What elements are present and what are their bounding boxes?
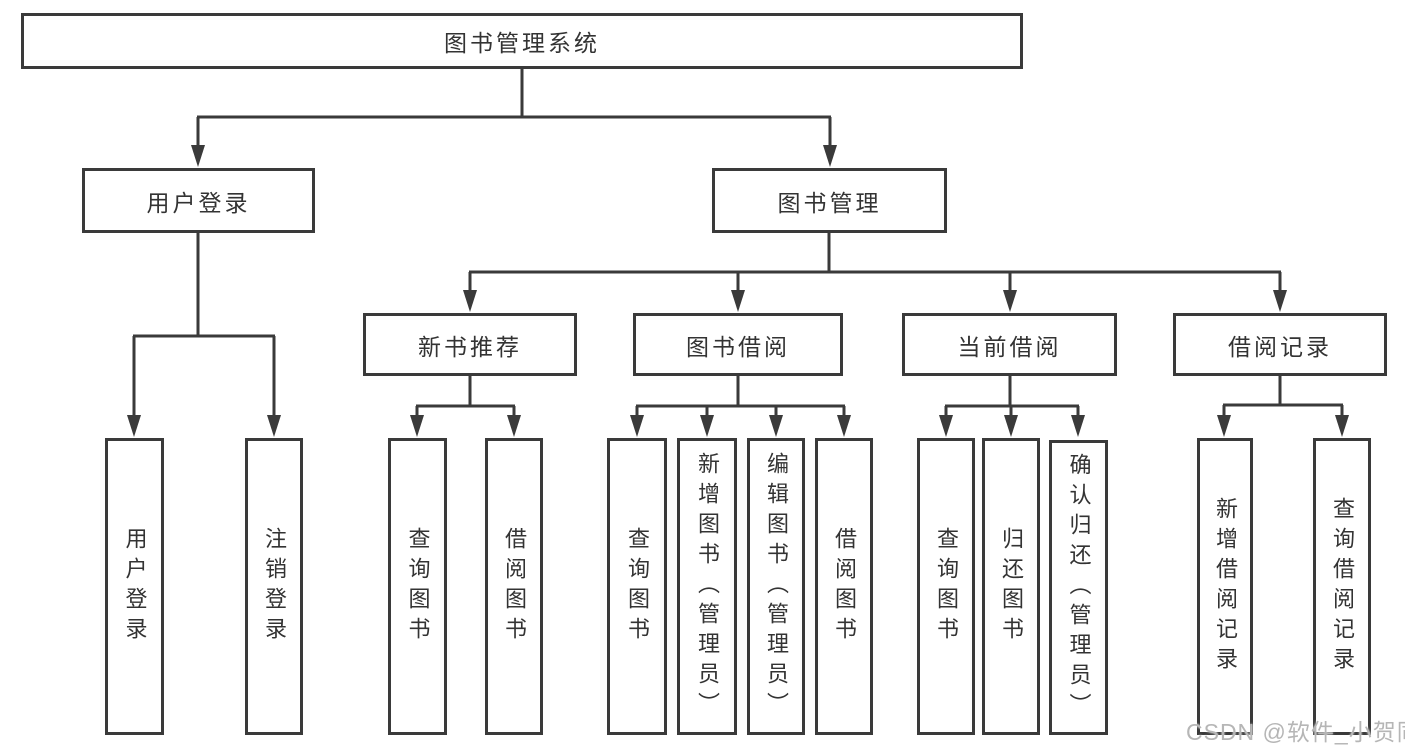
arrowhead: [507, 415, 521, 437]
leaf-record-add: 新增借阅记录: [1197, 438, 1253, 735]
node-current-borrow: 当前借阅: [902, 313, 1117, 376]
connector-current-borrow-children: [939, 376, 1085, 437]
connector-book-mgmt-children: [463, 233, 1287, 312]
arrowhead: [1071, 415, 1085, 437]
arrowhead: [191, 145, 205, 167]
connector-root-to-level2: [191, 69, 837, 167]
leaf-newbook-query: 查询图书: [388, 438, 447, 735]
leaf-user-login: 用户登录: [105, 438, 164, 735]
node-user-login: 用户登录: [82, 168, 315, 233]
arrowhead: [731, 290, 745, 312]
arrowhead: [700, 415, 714, 437]
arrowhead: [939, 415, 953, 437]
node-borrow-record: 借阅记录: [1173, 313, 1387, 376]
node-book-mgmt: 图书管理: [712, 168, 947, 233]
arrowhead: [1335, 415, 1349, 437]
arrowhead: [837, 415, 851, 437]
leaf-borrow-borrow: 借阅图书: [815, 438, 873, 735]
leaf-borrow-add-admin: 新增图书（管理员）: [677, 438, 737, 735]
arrowhead: [823, 145, 837, 167]
node-root: 图书管理系统: [21, 13, 1023, 69]
arrowhead: [410, 415, 424, 437]
connector-new-book-children: [410, 376, 521, 437]
leaf-current-return: 归还图书: [982, 438, 1040, 735]
leaf-current-query: 查询图书: [917, 438, 975, 735]
leaf-record-query: 查询借阅记录: [1313, 438, 1371, 735]
watermark: CSDN @软件_小贺同学: [1186, 719, 1405, 745]
arrowhead: [1003, 290, 1017, 312]
arrowhead: [267, 415, 281, 437]
leaf-newbook-borrow: 借阅图书: [485, 438, 543, 735]
leaf-borrow-edit-admin: 编辑图书（管理员）: [747, 438, 805, 735]
node-book-borrow: 图书借阅: [633, 313, 843, 376]
arrowhead: [769, 415, 783, 437]
leaf-borrow-query: 查询图书: [607, 438, 667, 735]
leaf-logout: 注销登录: [245, 438, 303, 735]
leaf-current-confirm-admin: 确认归还（管理员）: [1049, 440, 1108, 735]
connector-user-login-children: [127, 233, 281, 437]
arrowhead: [630, 415, 644, 437]
connector-book-borrow-children: [630, 376, 851, 437]
connector-borrow-record-children: [1217, 376, 1349, 437]
node-new-book: 新书推荐: [363, 313, 577, 376]
arrowhead: [1217, 415, 1231, 437]
arrowhead: [127, 415, 141, 437]
arrowhead: [1273, 290, 1287, 312]
arrowhead: [463, 290, 477, 312]
arrowhead: [1004, 415, 1018, 437]
